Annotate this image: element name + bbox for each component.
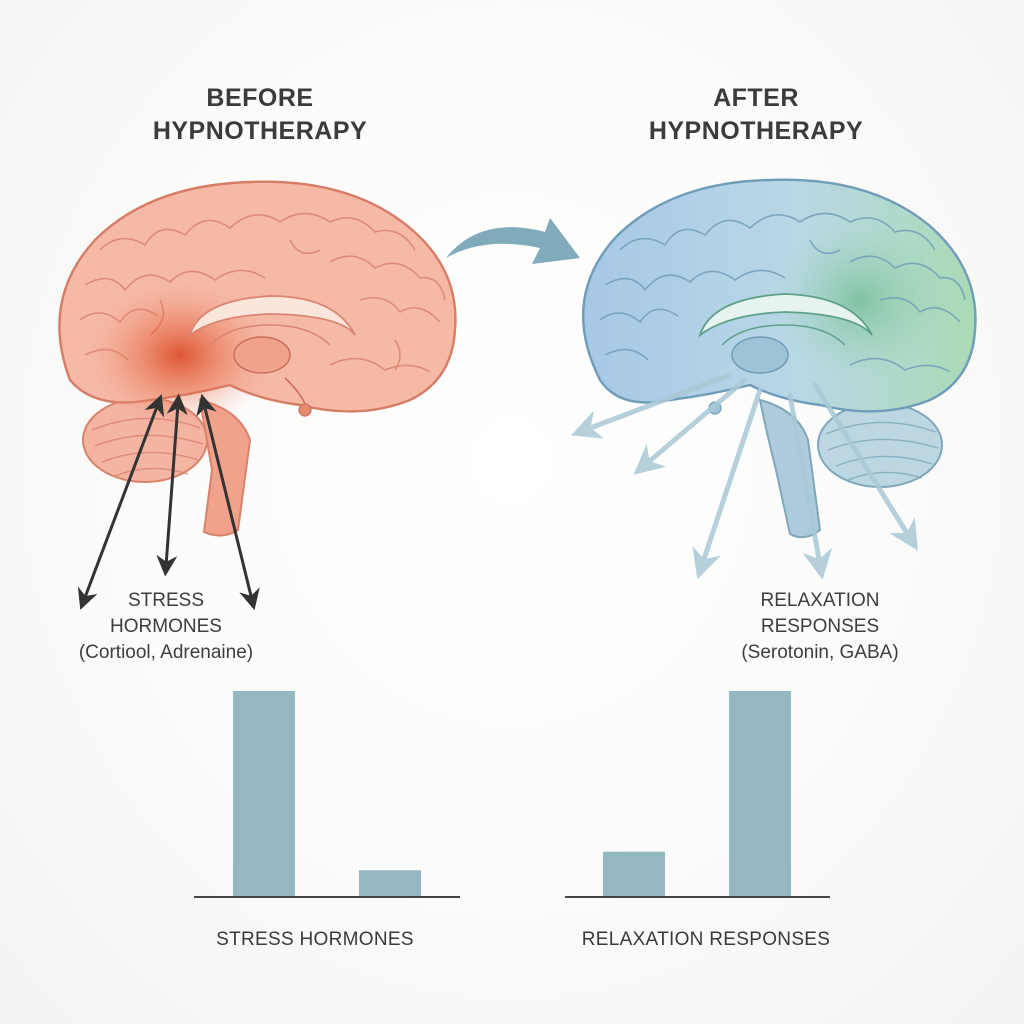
relax-caption-line2: RESPONSES bbox=[760, 616, 880, 637]
after-heading-line1: AFTER bbox=[713, 84, 799, 112]
before-brain bbox=[58, 180, 457, 537]
relaxation-chart-xlabel: RELAXATION RESPONSES bbox=[581, 929, 831, 950]
bar-1 bbox=[233, 691, 295, 897]
stress-caption-line2: HORMONES bbox=[110, 616, 222, 637]
transition-arrow bbox=[446, 218, 580, 264]
relax-caption-line3: (Serotonin, GABA) bbox=[741, 642, 899, 663]
before-heading-line1: BEFORE bbox=[206, 84, 314, 112]
stress-bar-chart bbox=[194, 691, 460, 898]
after-heading: AFTER HYPNOTHERAPY bbox=[576, 82, 936, 148]
after-brain bbox=[582, 178, 977, 539]
bar-1 bbox=[603, 851, 665, 897]
relax-caption-line1: RELAXATION bbox=[760, 590, 880, 611]
before-heading-line2: HYPNOTHERAPY bbox=[152, 117, 368, 145]
bar-2 bbox=[359, 870, 421, 897]
stress-caption-line3: (Cortiool, Adrenaine) bbox=[78, 642, 254, 663]
stress-caption-line1: STRESS bbox=[127, 590, 205, 611]
stress-arrows bbox=[77, 393, 260, 611]
before-heading: BEFORE HYPNOTHERAPY bbox=[80, 82, 440, 148]
bar-2 bbox=[729, 691, 791, 897]
relaxation-arrows bbox=[570, 372, 918, 580]
relaxation-bar-chart bbox=[565, 691, 830, 898]
relaxation-responses-caption: RELAXATION RESPONSES (Serotonin, GABA) bbox=[670, 588, 970, 666]
stress-hormones-caption: STRESS HORMONES (Cortiool, Adrenaine) bbox=[16, 588, 316, 666]
stress-chart-xlabel: STRESS HORMONES bbox=[216, 929, 414, 950]
after-heading-line2: HYPNOTHERAPY bbox=[648, 117, 864, 145]
